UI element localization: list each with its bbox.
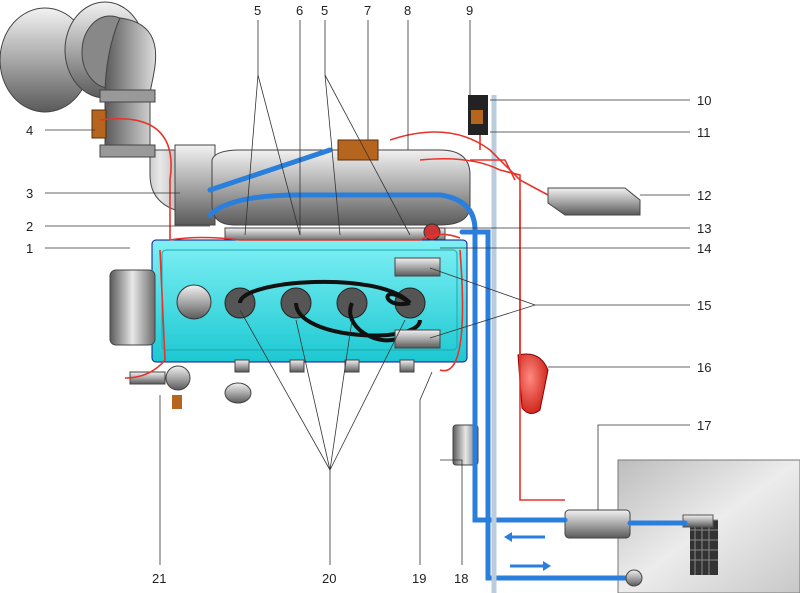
cylinder-head-cover bbox=[109, 239, 468, 373]
idle-air-control bbox=[337, 139, 379, 161]
fuel-lines bbox=[207, 95, 688, 593]
callout-9: 9 bbox=[466, 3, 473, 18]
callout-8: 8 bbox=[404, 3, 411, 18]
fuel-pump bbox=[564, 509, 631, 539]
callout-13: 13 bbox=[697, 221, 711, 236]
wiring-harness bbox=[99, 118, 565, 501]
coil-mount-bottom bbox=[394, 329, 441, 349]
callout-19: 19 bbox=[412, 571, 426, 586]
sensor-9 bbox=[471, 110, 483, 124]
callout-11: 11 bbox=[697, 125, 711, 140]
callout-20: 20 bbox=[322, 571, 336, 586]
callout-16: 16 bbox=[697, 360, 711, 375]
leader-lines bbox=[45, 20, 690, 565]
pulley bbox=[109, 269, 156, 346]
oil-filler-cap bbox=[176, 284, 212, 320]
callout-21: 21 bbox=[152, 571, 166, 586]
fuel-pump-relay bbox=[517, 353, 549, 414]
callout-17: 17 bbox=[697, 418, 711, 433]
callout-6: 6 bbox=[296, 3, 303, 18]
callout-1: 1 bbox=[26, 241, 33, 256]
callout-labels: 5 6 5 7 8 9 10 11 12 13 14 15 16 17 4 3 … bbox=[26, 3, 711, 586]
callout-5b: 5 bbox=[321, 3, 328, 18]
callout-2: 2 bbox=[26, 219, 33, 234]
throttle-body bbox=[174, 144, 216, 226]
callout-15: 15 bbox=[697, 298, 711, 313]
air-intake bbox=[0, 1, 216, 226]
callout-14: 14 bbox=[697, 241, 711, 256]
fuel-tank bbox=[617, 459, 800, 593]
callout-7: 7 bbox=[364, 3, 371, 18]
callout-10: 10 bbox=[697, 93, 711, 108]
fuel-strainer bbox=[690, 520, 718, 575]
ecu bbox=[547, 187, 641, 216]
air-temp-sensor bbox=[91, 109, 107, 139]
callout-3: 3 bbox=[26, 186, 33, 201]
callout-18: 18 bbox=[454, 571, 468, 586]
fuel-pressure-regulator bbox=[129, 365, 252, 409]
callout-5a: 5 bbox=[254, 3, 261, 18]
fuel-filter-18 bbox=[452, 424, 479, 466]
coil-mount-top bbox=[394, 257, 441, 277]
callout-4: 4 bbox=[26, 123, 33, 138]
callout-12: 12 bbox=[697, 188, 711, 203]
